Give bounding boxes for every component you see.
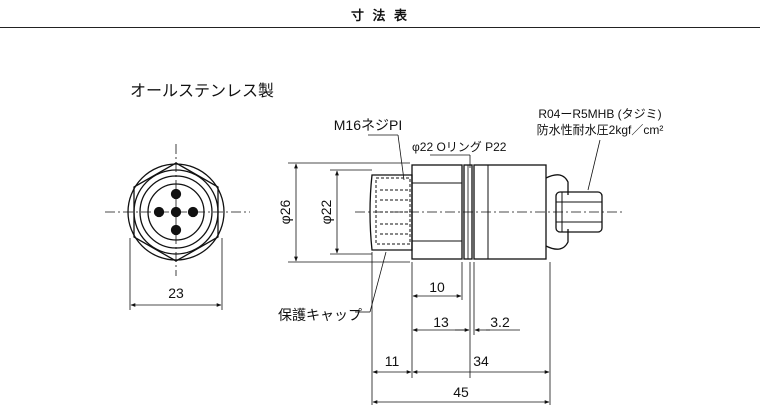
pin-bottom — [170, 224, 182, 236]
front-view — [105, 144, 250, 310]
dim-10: 10 — [429, 279, 445, 295]
pin-right — [187, 206, 199, 218]
pin-top — [170, 188, 182, 200]
dim-13: 13 — [433, 314, 449, 330]
front-outer-circle — [127, 163, 225, 261]
pin-center — [170, 206, 182, 218]
dim-34: 34 — [473, 353, 489, 369]
front-width-label: 23 — [168, 285, 184, 301]
dim-45: 45 — [453, 384, 469, 400]
dim-3-2: 3.2 — [490, 314, 510, 330]
section-title: オールステンレス製 — [130, 81, 275, 100]
dim-diameter-22: φ22 — [318, 199, 334, 224]
connector-callout-line1: R04ーR5MHB (タジミ) — [538, 107, 661, 121]
dim-11: 11 — [385, 353, 400, 369]
cap-callout: 保護キャップ — [278, 307, 362, 323]
oring-callout: φ22 Oリング P22 — [412, 140, 507, 154]
side-view — [288, 134, 625, 405]
page-title: 寸 法 表 — [350, 9, 410, 24]
dim-diameter-26: φ26 — [277, 199, 293, 224]
front-hexagon — [133, 162, 219, 262]
connector-callout-line2: 防水性耐水圧2kgf／cm² — [537, 122, 664, 137]
header-bar: 寸 法 表 — [0, 0, 760, 28]
pin-left — [153, 206, 165, 218]
thread-callout: M16ネジPI — [334, 117, 402, 133]
